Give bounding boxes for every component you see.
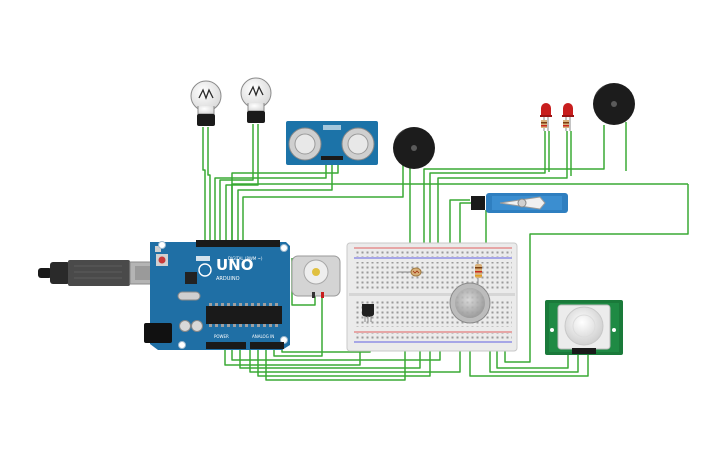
- led-red-2[interactable]: [562, 103, 574, 131]
- usb-cable[interactable]: [38, 260, 161, 286]
- temperature-sensor[interactable]: [362, 304, 374, 322]
- resistor[interactable]: [475, 260, 482, 284]
- gas-sensor[interactable]: [449, 282, 491, 324]
- ultrasonic-sensor[interactable]: [286, 121, 378, 165]
- sensor-chip-icon: [362, 304, 374, 317]
- analog-header: [250, 342, 284, 349]
- piezo-buzzer-1[interactable]: [393, 127, 435, 169]
- digital-header: [196, 240, 280, 247]
- light-bulb-2[interactable]: [240, 77, 272, 123]
- piezo-buzzer-2[interactable]: [593, 83, 635, 125]
- photoresistor[interactable]: [398, 267, 422, 277]
- atmega-chip: [206, 306, 282, 324]
- dc-motor[interactable]: [291, 255, 341, 298]
- infinity-logo-icon: [198, 263, 212, 277]
- usb-plug-icon: [38, 268, 52, 278]
- power-jack[interactable]: [144, 323, 172, 343]
- power-label: POWER: [214, 334, 229, 339]
- servo-motor[interactable]: [471, 193, 568, 213]
- led-icon: [541, 103, 551, 116]
- analog-label: ANALOG IN: [252, 334, 274, 339]
- led-red-1[interactable]: [540, 103, 552, 131]
- light-bulb-1[interactable]: [190, 80, 222, 126]
- digital-label: DIGITAL (PWM ~): [228, 256, 263, 261]
- pir-sensor[interactable]: [545, 300, 623, 355]
- arduino-label: ARDUINO: [216, 276, 240, 282]
- power-header: [206, 342, 246, 349]
- uno-label: UNO: [216, 256, 254, 274]
- breadboard[interactable]: [346, 242, 518, 352]
- arduino-uno[interactable]: DIGITAL (PWM ~) UNO ARDUINO POWER ANALOG…: [144, 240, 290, 350]
- led-icon: [563, 103, 573, 116]
